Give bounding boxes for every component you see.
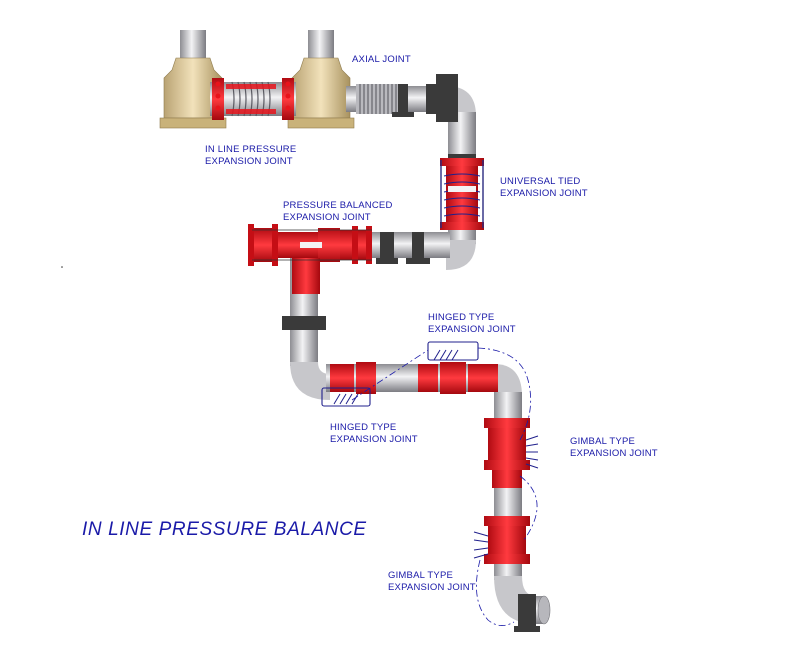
label-gimbal-bottom-2: EXPANSION JOINT [388, 582, 476, 593]
label-hinged-bottom-2: EXPANSION JOINT [330, 434, 418, 445]
hinged-type-expansion-joint-right [418, 341, 498, 394]
label-hinged-top-1: HINGED TYPE [428, 312, 494, 323]
pressure-balanced-expansion-joint [248, 224, 372, 294]
label-hinged-bottom-1: HINGED TYPE [330, 422, 396, 433]
label-pressure-balanced-1: PRESSURE BALANCED [283, 200, 393, 211]
universal-tied-expansion-joint [440, 158, 484, 230]
label-hinged-top-2: EXPANSION JOINT [428, 324, 516, 335]
label-axial-joint: AXIAL JOINT [352, 54, 411, 65]
gimbal-type-expansion-joint-lower [473, 516, 530, 564]
label-gimbal-bottom-1: GIMBAL TYPE [388, 570, 453, 581]
anchors [282, 74, 540, 632]
vessel-right [287, 30, 355, 129]
label-inline-pressure-1: IN LINE PRESSURE [205, 144, 296, 155]
axial-joint [356, 84, 400, 114]
label-universal-tied-2: EXPANSION JOINT [500, 188, 588, 199]
inline-pressure-expansion-joint [210, 78, 296, 120]
label-pressure-balanced-2: EXPANSION JOINT [283, 212, 371, 223]
label-inline-pressure-2: EXPANSION JOINT [205, 156, 293, 167]
diagram-title: IN LINE PRESSURE BALANCE [82, 519, 367, 540]
label-universal-tied-1: UNIVERSAL TIED [500, 176, 580, 187]
stray-dot [61, 266, 63, 268]
centerlines [351, 347, 538, 626]
hinged-type-expansion-joint-left [321, 362, 376, 407]
label-gimbal-right-1: GIMBAL TYPE [570, 436, 635, 447]
label-gimbal-right-2: EXPANSION JOINT [570, 448, 658, 459]
gimbal-type-expansion-joint-upper [484, 418, 539, 488]
